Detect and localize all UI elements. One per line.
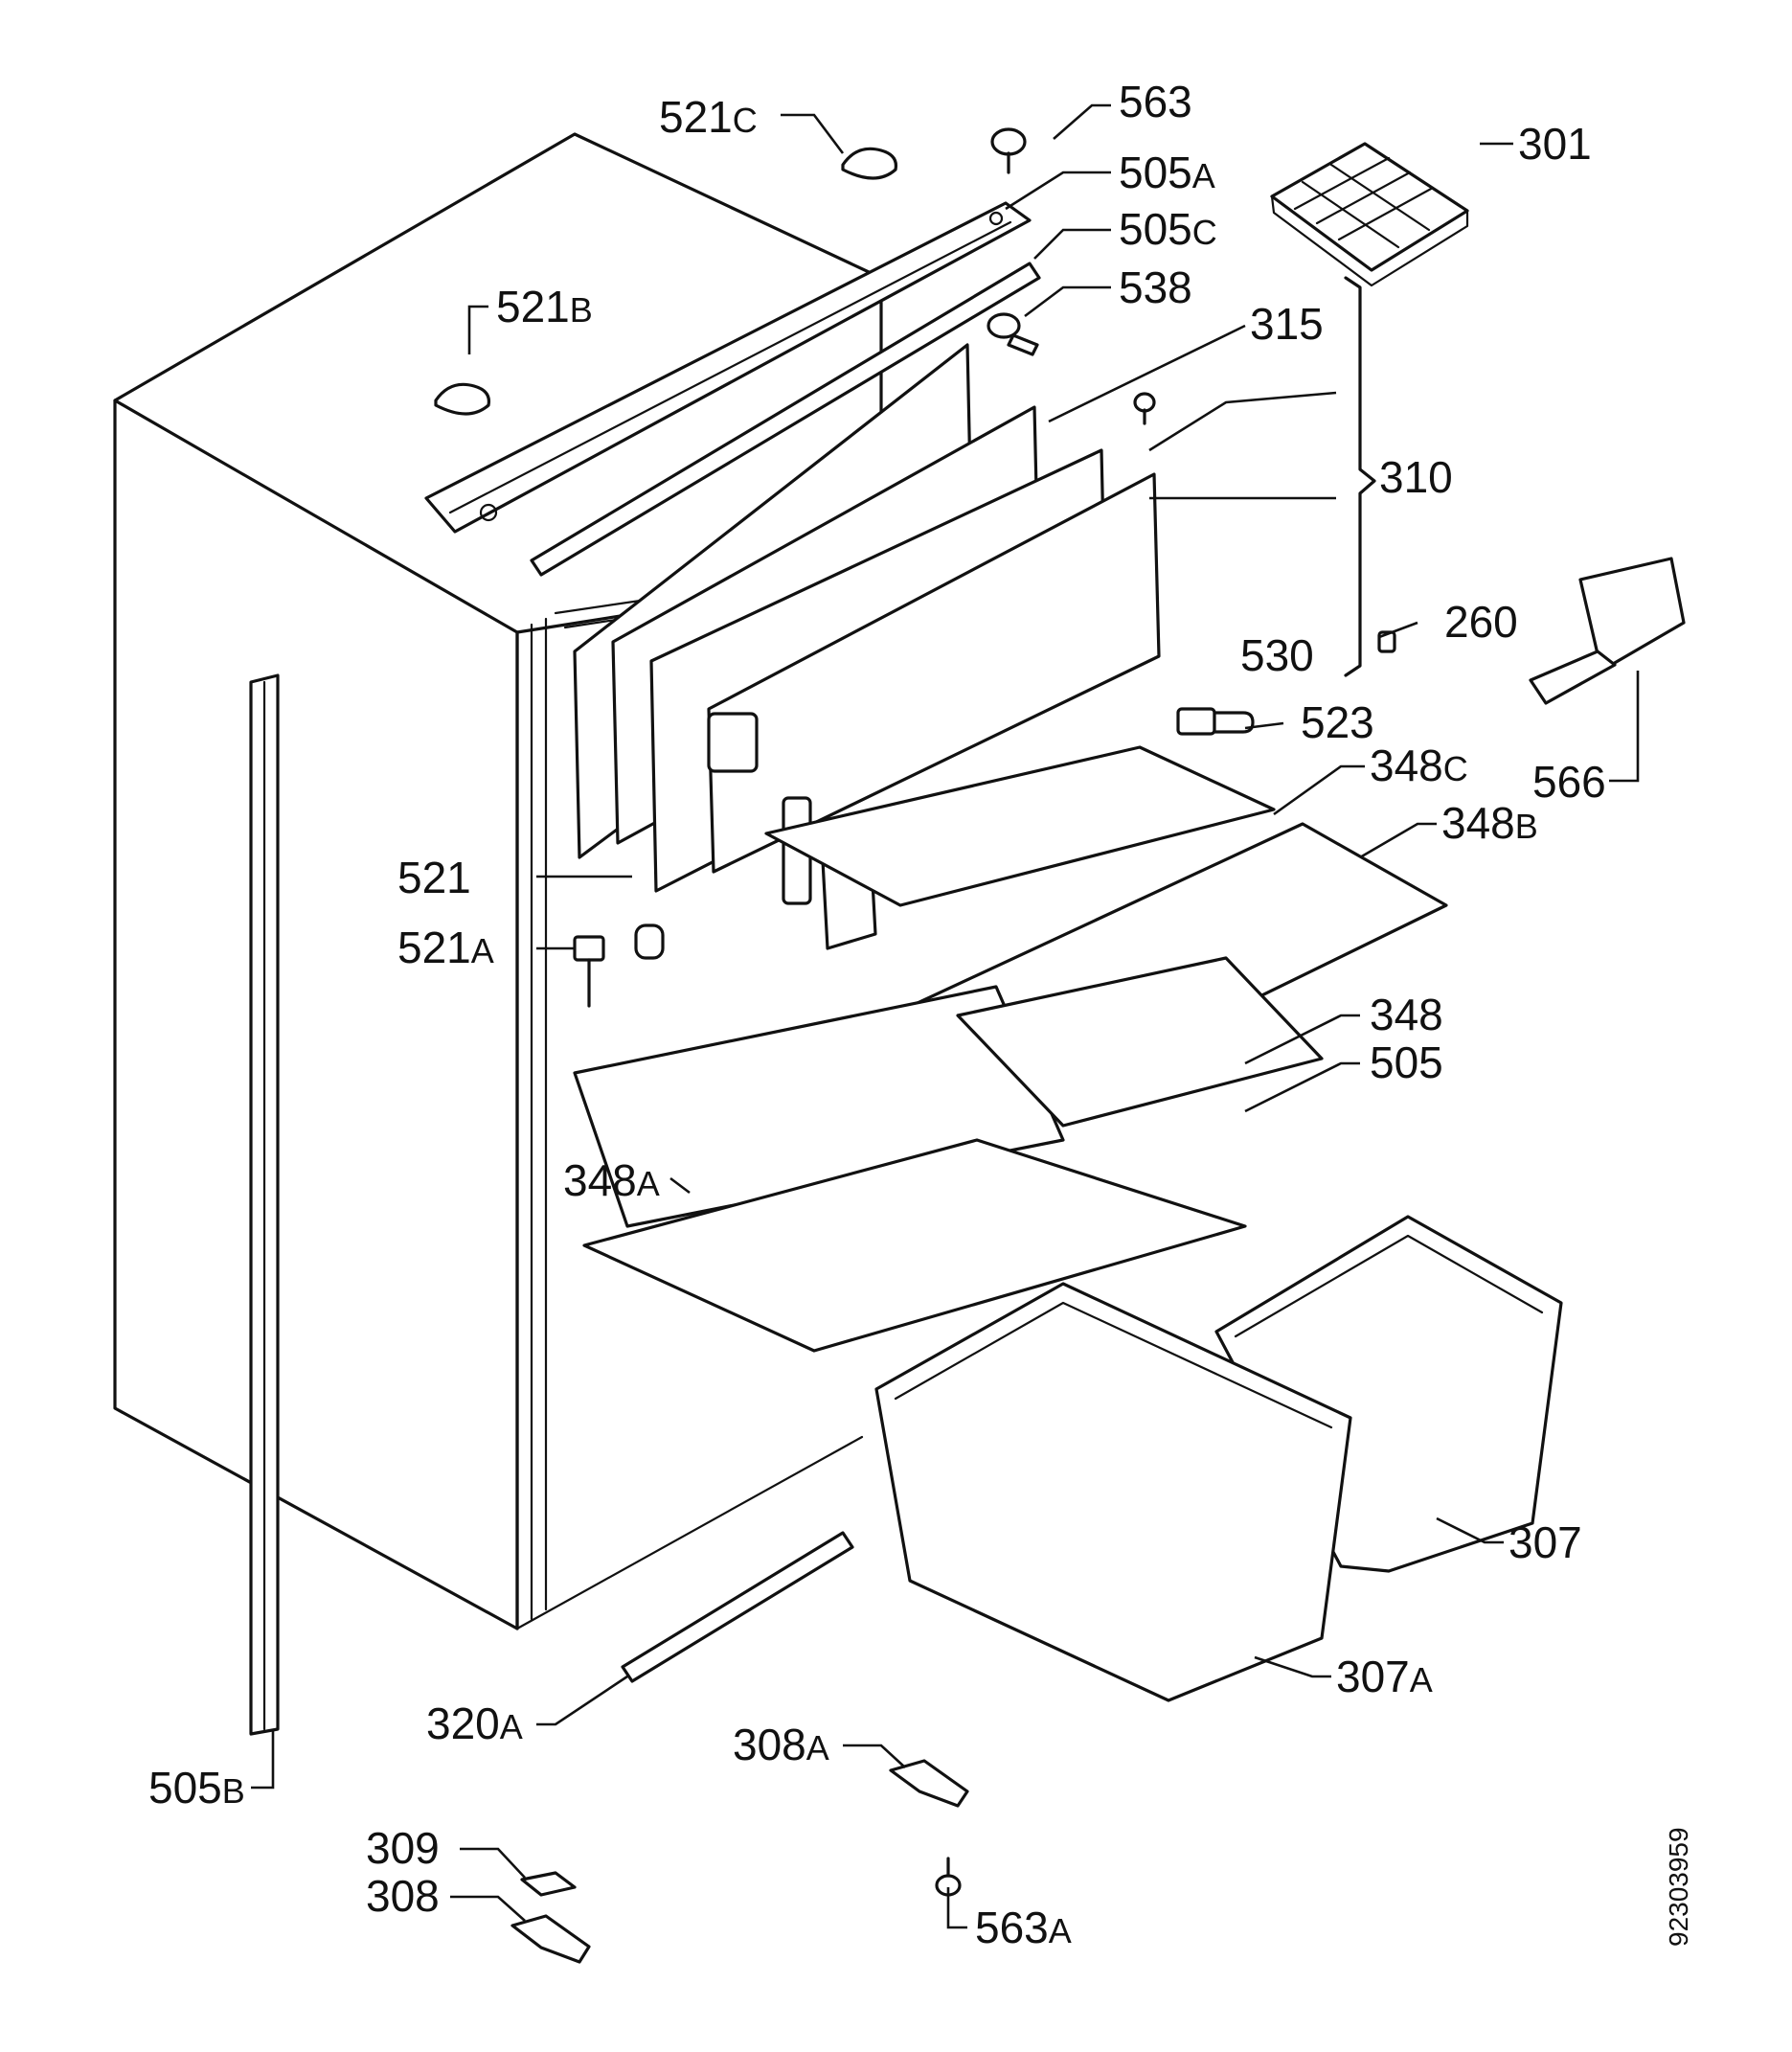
door-seal-strip (249, 673, 280, 1736)
part-label-348c: 348C (1370, 741, 1468, 790)
glass-shelf-348c (764, 745, 1276, 907)
part-label-521b: 521B (496, 282, 593, 331)
block-309 (520, 1871, 577, 1897)
part-label-563: 563 (1119, 77, 1192, 126)
top-seal-strip (530, 262, 1041, 577)
part-label-523: 523 (1301, 697, 1374, 747)
pin-521a (573, 935, 605, 1008)
part-label-301: 301 (1518, 119, 1592, 169)
part-label-260: 260 (1444, 597, 1518, 647)
top-cover-strip (424, 201, 1032, 534)
part-label-307a: 307A (1336, 1652, 1433, 1701)
part-label-563a: 563A (975, 1903, 1072, 1952)
part-label-505: 505 (1370, 1037, 1443, 1087)
part-label-348: 348 (1370, 990, 1443, 1039)
clip-260 (1377, 630, 1396, 653)
part-label-308a: 308A (733, 1720, 829, 1769)
glass-shelf-348a (573, 985, 1065, 1228)
freezer-door-frames (573, 343, 1161, 893)
screw-top (990, 127, 1027, 174)
part-label-505a: 505A (1119, 148, 1215, 197)
part-label-505b: 505B (148, 1763, 245, 1813)
ice-cube-tray (1270, 142, 1469, 287)
part-label-315: 315 (1250, 299, 1324, 349)
bracket-308 (510, 1914, 591, 1964)
part-labels: 563 521C 505A 301 505C 521B 538 315 310 … (148, 77, 1606, 1952)
part-label-320a: 320A (426, 1699, 523, 1748)
scraper-566 (1529, 557, 1686, 705)
document-number: 92303959 (1664, 1827, 1693, 1947)
part-label-310: 310 (1379, 452, 1453, 502)
leader-lines (251, 103, 1640, 1929)
part-label-348b: 348B (1441, 798, 1538, 848)
part-label-307: 307 (1508, 1517, 1582, 1567)
part-label-521a: 521A (397, 923, 494, 972)
hinge-cover-left (434, 382, 491, 416)
hinge-pin (987, 312, 1039, 356)
part-label-538: 538 (1119, 262, 1192, 312)
rail-320a (621, 1531, 854, 1683)
glass-shelf-348 (956, 956, 1324, 1128)
part-label-521c: 521C (659, 92, 758, 142)
bracket-308a (889, 1759, 969, 1808)
part-label-309: 309 (366, 1823, 440, 1873)
part-label-505c: 505C (1119, 204, 1217, 254)
button-523 (1176, 707, 1255, 736)
part-label-521: 521 (397, 853, 471, 902)
part-label-308: 308 (366, 1871, 440, 1921)
plug-521 (634, 923, 665, 960)
part-label-348a: 348A (563, 1155, 660, 1205)
part-label-530: 530 (1240, 630, 1314, 680)
screw-563a (935, 1857, 962, 1897)
part-label-566: 566 (1532, 757, 1606, 807)
hinge-cover-right (841, 147, 898, 180)
small-screw (1133, 392, 1156, 425)
bottom-glass-plate (582, 1138, 1247, 1353)
bracket-310 (1344, 276, 1376, 677)
crisper-drawer-307a (874, 1282, 1352, 1702)
